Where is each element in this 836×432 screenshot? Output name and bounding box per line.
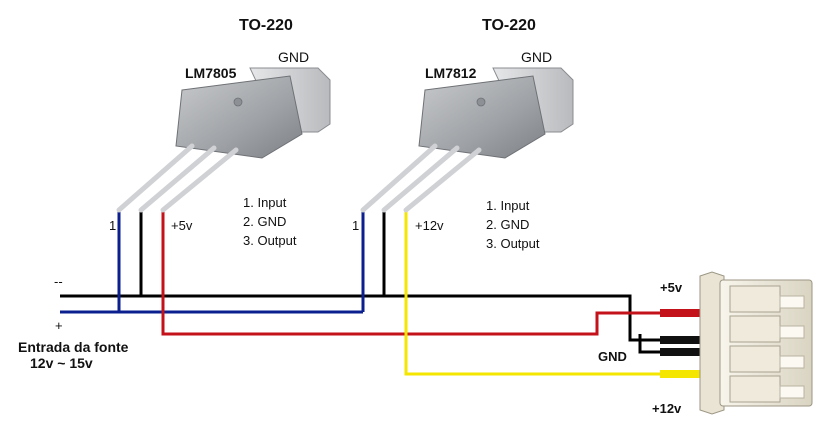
supply-caption-line2: 12v ~ 15v — [30, 355, 93, 371]
lm7805-pin1-label: 1 — [109, 218, 116, 233]
lm7805-pinout-3: 3. Output — [243, 233, 297, 248]
lm7805-tab-gnd-label: GND — [278, 49, 309, 65]
lm7812-pinout-1: 1. Input — [486, 198, 530, 213]
lm7805-output-label: +5v — [171, 218, 193, 233]
connector-wire-stub-yellow — [660, 370, 704, 378]
connector-housing — [699, 271, 725, 415]
connector-wire-stub-black1 — [660, 336, 704, 344]
connector-ground-jumper — [638, 334, 668, 354]
lm7812-package-label: TO-220 — [482, 17, 536, 34]
lm7812-output-label: +12v — [415, 218, 444, 233]
lm7812-model-label: LM7812 — [425, 65, 477, 81]
lm7805-body — [175, 75, 303, 159]
lm7805-model-label: LM7805 — [185, 65, 237, 81]
connector-slot-4 — [729, 375, 781, 403]
five-volt-wire — [161, 212, 668, 336]
lm7805-pins — [116, 143, 239, 213]
lm7805-package-label: TO-220 — [239, 17, 293, 34]
connector-slot-1 — [729, 285, 781, 313]
connector-5v-label: +5v — [660, 280, 683, 295]
molex-connector — [660, 271, 813, 415]
lm7812-pinout-3: 3. Output — [486, 236, 540, 251]
lm7812-body — [418, 75, 546, 159]
connector-slot-2 — [729, 315, 781, 343]
supply-caption-line1: Entrada da fonte — [18, 339, 129, 355]
lm7812-pin1-label: 1 — [352, 218, 359, 233]
lm7805-regulator — [116, 67, 331, 213]
lm7812-pins — [360, 143, 482, 213]
connector-gnd-label: GND — [598, 349, 627, 364]
connector-wire-stub-red — [660, 309, 704, 317]
ground-rail-wire — [60, 294, 668, 342]
connector-wire-stub-black2 — [660, 348, 704, 356]
connector-slot-3 — [729, 345, 781, 373]
lm7812-regulator — [360, 67, 574, 213]
connector-12v-label: +12v — [652, 401, 682, 416]
lm7812-tab-gnd-label: GND — [521, 49, 552, 65]
supply-negative-label: -- — [54, 274, 63, 289]
lm7805-pinout-2: 2. GND — [243, 214, 286, 229]
supply-positive-label: + — [55, 318, 63, 333]
twelve-volt-wire — [404, 212, 668, 376]
lm7805-pinout-1: 1. Input — [243, 195, 287, 210]
lm7812-pinout-2: 2. GND — [486, 217, 529, 232]
lm7812-mount-hole — [476, 97, 486, 107]
lm7805-mount-hole — [233, 97, 243, 107]
